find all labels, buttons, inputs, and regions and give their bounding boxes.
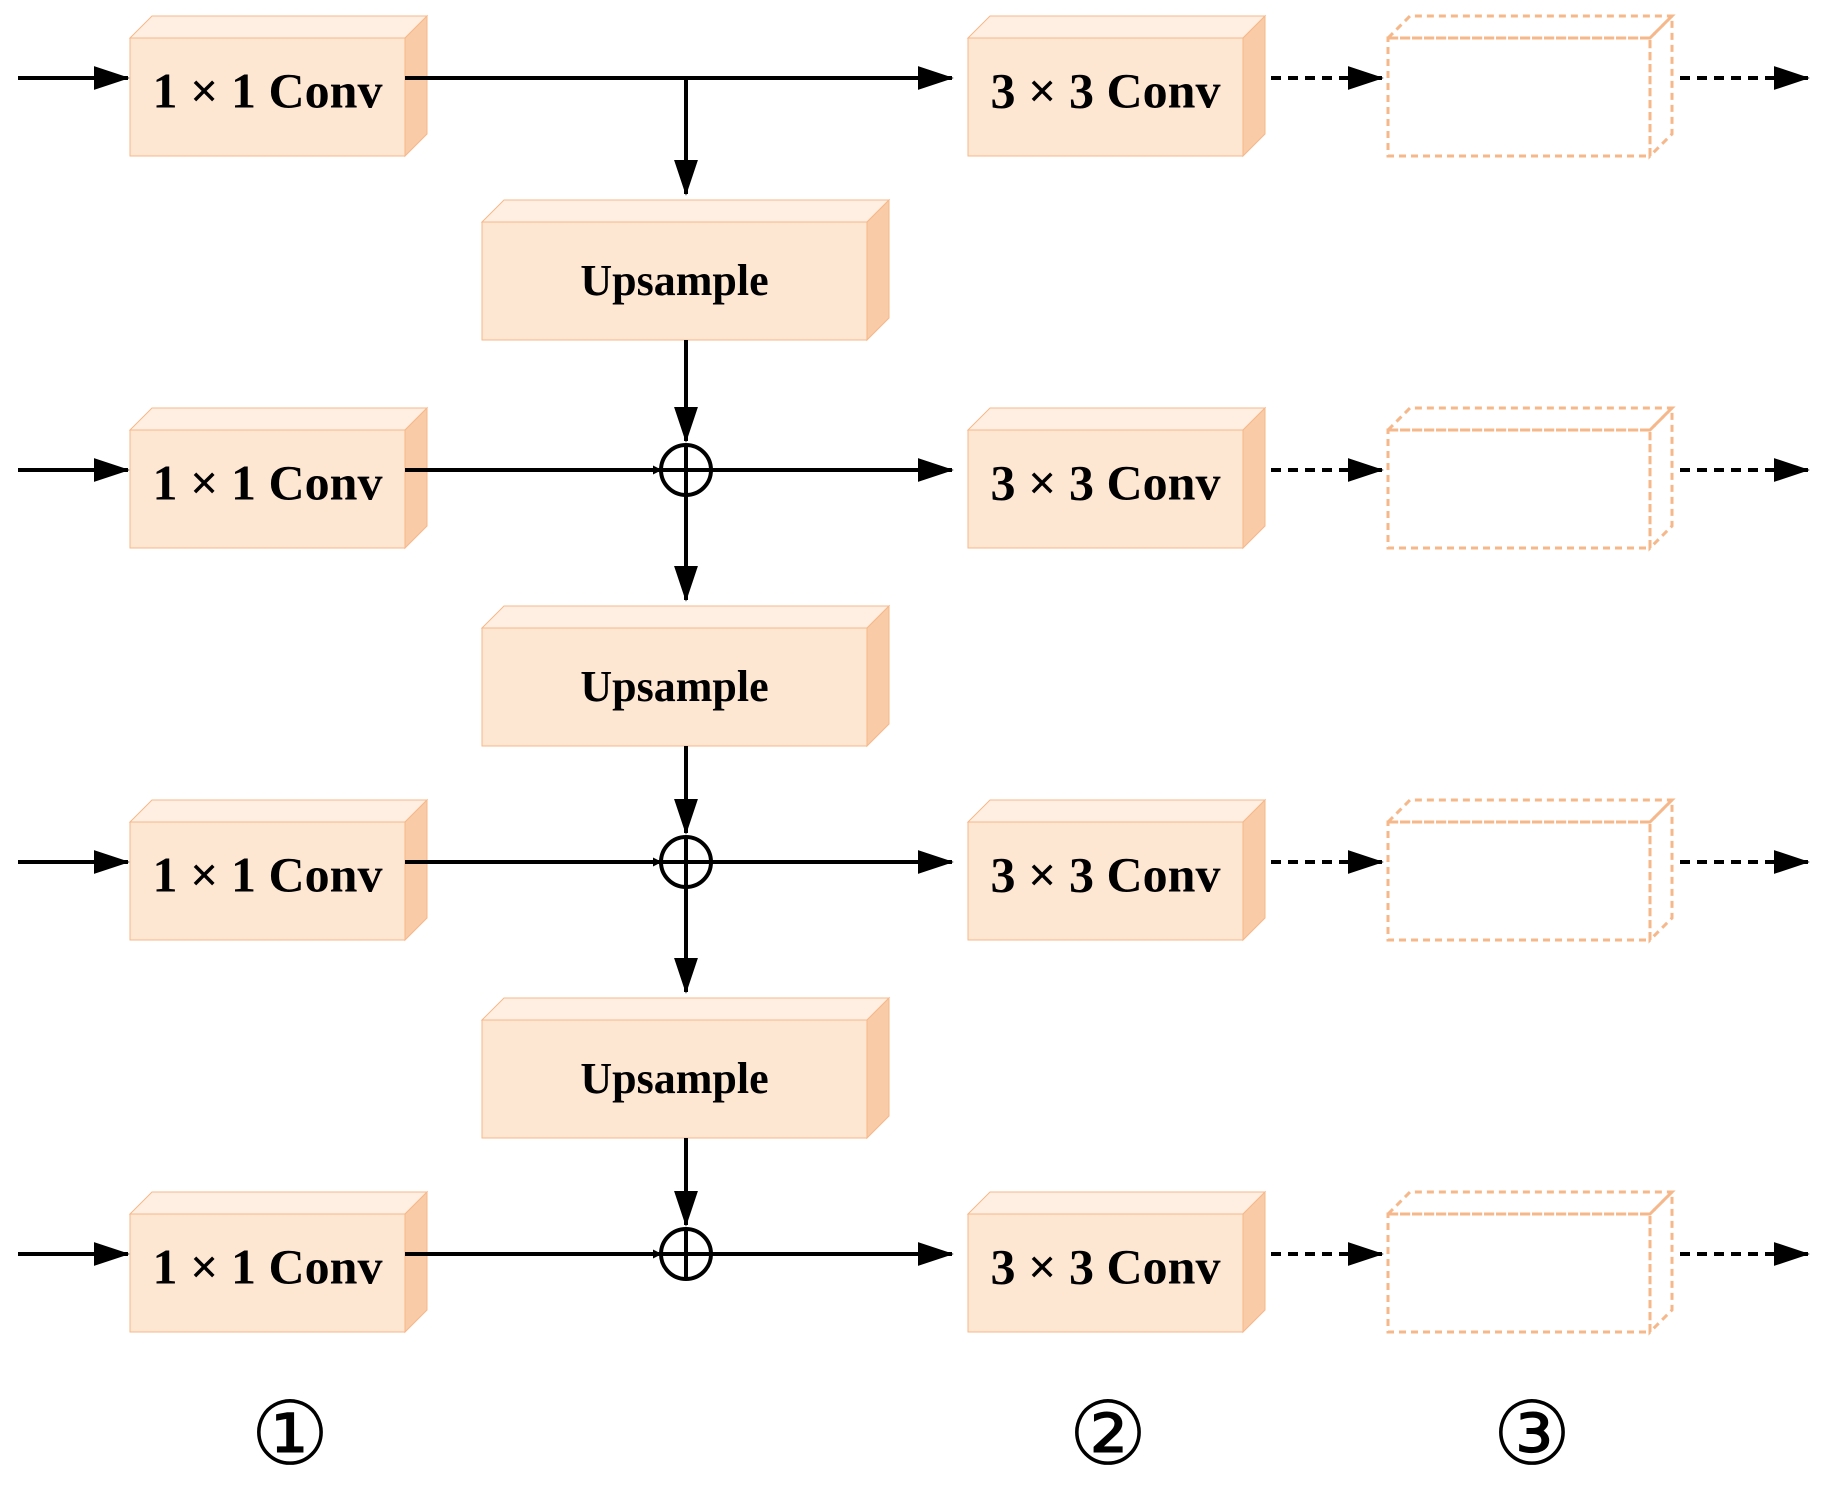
output-conv-block-1	[966, 14, 1267, 158]
output-conv-label-2: 3 × 3 Conv	[991, 454, 1221, 510]
lateral-conv-label-4: 1 × 1 Conv	[153, 1238, 383, 1294]
placeholder-block-1	[1384, 12, 1676, 160]
placeholder-block-4	[1384, 1188, 1676, 1336]
upsample-label-3: Upsample	[580, 1054, 768, 1103]
upsample-label-2: Upsample	[580, 662, 768, 711]
lateral-conv-label-1: 1 × 1 Conv	[153, 62, 383, 118]
lateral-conv-label-2: 1 × 1 Conv	[153, 454, 383, 510]
lateral-conv-block-1	[128, 14, 429, 158]
labels-layer: 1 × 1 Conv 3 × 3 Conv 1 × 1 Conv 3 × 3 Conv…	[153, 62, 1572, 1484]
lateral-conv-block-4	[128, 1190, 429, 1334]
stage-label-1: ①	[251, 1382, 330, 1485]
output-conv-label-1: 3 × 3 Conv	[991, 62, 1221, 118]
upsample-block-1	[480, 198, 891, 342]
output-conv-block-4	[966, 1190, 1267, 1334]
output-conv-label-3: 3 × 3 Conv	[991, 846, 1221, 902]
upsample-label-1: Upsample	[580, 256, 768, 305]
lateral-conv-label-3: 1 × 1 Conv	[153, 846, 383, 902]
placeholder-block-3	[1384, 796, 1676, 944]
output-conv-block-2	[966, 406, 1267, 550]
circle-plus-icon	[659, 1227, 713, 1281]
placeholder-block-2	[1384, 404, 1676, 552]
stage-label-3: ③	[1493, 1382, 1572, 1485]
output-conv-block-3	[966, 798, 1267, 942]
upsample-block-2	[480, 604, 891, 748]
lateral-conv-block-2	[128, 406, 429, 550]
lateral-conv-block-3	[128, 798, 429, 942]
connections-layer	[18, 66, 1810, 1266]
blocks-layer	[128, 12, 1676, 1336]
circle-plus-icon	[659, 443, 713, 497]
stage-label-2: ②	[1069, 1382, 1148, 1485]
upsample-block-3	[480, 996, 891, 1140]
sum-nodes-layer	[659, 443, 713, 1281]
output-conv-label-4: 3 × 3 Conv	[991, 1238, 1221, 1294]
circle-plus-icon	[659, 835, 713, 889]
